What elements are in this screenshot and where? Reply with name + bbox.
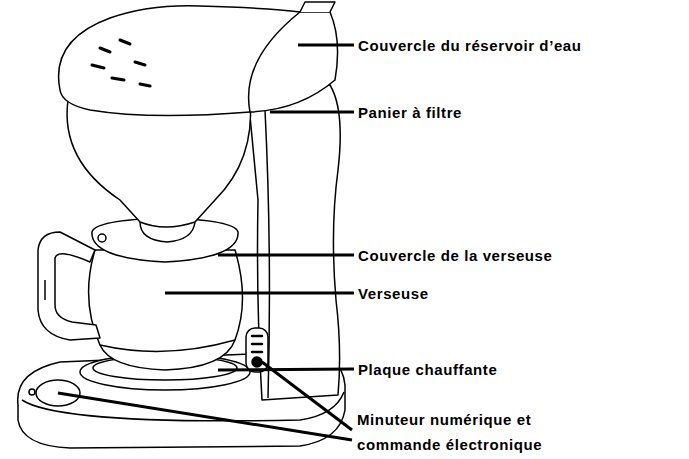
lid-knob <box>98 234 106 242</box>
carafe <box>89 250 243 370</box>
indicator <box>29 389 35 395</box>
filter-basket <box>67 100 250 227</box>
lid-edge <box>249 12 300 112</box>
part-label: Couvercle du réservoir d’eau <box>358 33 582 58</box>
part-label: Couvercle de la verseuse <box>358 243 553 268</box>
filter-outlet <box>140 222 195 242</box>
part-label: Plaque chauffante <box>358 357 497 382</box>
control-buttons <box>252 336 262 352</box>
carafe-line <box>100 340 235 351</box>
body <box>248 85 340 400</box>
carafe-handle <box>38 232 100 340</box>
part-label: Panier à filtre <box>358 100 462 125</box>
water-tank-lid <box>59 6 338 116</box>
power-button <box>252 357 262 367</box>
handle-detail <box>44 280 46 300</box>
part-label: Minuteur numérique et commande électroni… <box>357 407 582 457</box>
part-label: Verseuse <box>358 281 429 306</box>
lid-hinge <box>300 2 335 12</box>
lid-vents <box>92 40 150 86</box>
leader-lines <box>58 45 354 440</box>
